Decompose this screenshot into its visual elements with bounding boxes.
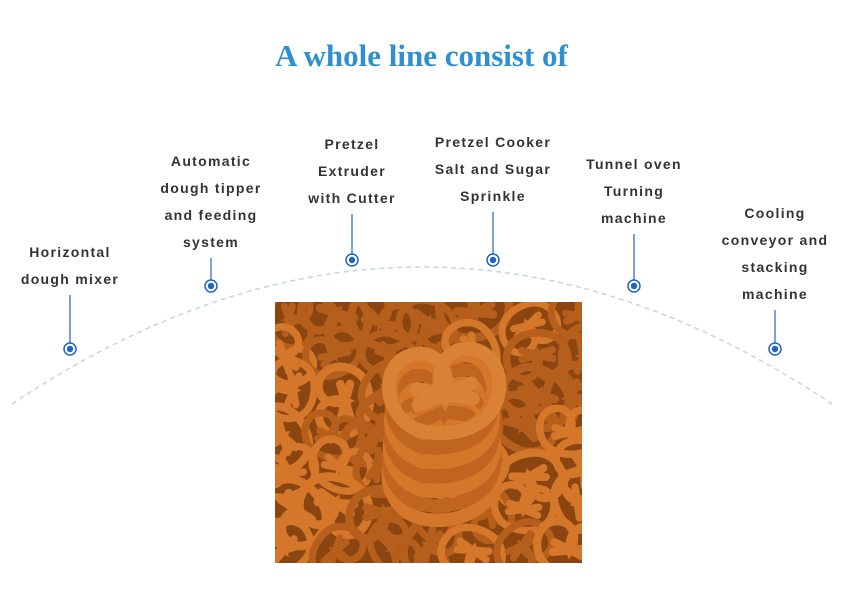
step-label-line: Horizontal [29,244,111,260]
pretzel-photo [246,278,612,585]
step-label-line: Pretzel [324,136,380,152]
step-label: Automatic dough tipper and feeding system [160,148,261,256]
step-label-line: conveyor and [721,232,829,248]
pretzel-shape [308,522,367,585]
pretzel-shape [381,342,507,441]
step-label-line: stacking [741,259,809,275]
step-label: Cooling conveyor and stacking machine [722,200,829,308]
step-label-line: Automatic [170,153,252,169]
step-label-line: dough tipper [160,180,262,196]
step-label-line: Turning [603,183,665,199]
timeline-node-dot [630,282,638,290]
timeline-arc [11,266,833,405]
step-label-line: Sprinkle [460,188,526,204]
step-label-line: Salt and Sugar [434,161,552,177]
pretzel-shape [532,517,610,579]
step-label-line: Extruder [318,163,386,179]
step-label-line: dough mixer [20,271,120,287]
pretzel-shape [295,472,374,540]
timeline-node-dot [348,256,356,264]
step-label-line: and feeding [164,207,258,223]
step-label-line: with Cutter [308,190,396,206]
step-label-line: Tunnel oven [586,156,682,172]
pretzel-shape [308,435,375,495]
timeline-node-dot [66,345,74,353]
step-label-line: system [182,234,240,250]
step-label-line: machine [742,286,808,302]
pretzel-shape [302,325,363,380]
pretzel-shape [493,518,556,579]
step-label-line: Cooling [744,205,806,221]
timeline-node-dot [207,282,215,290]
page-title: A whole line consist of [275,38,568,73]
step-label-line: machine [601,210,667,226]
step-label-line: Pretzel Cooker [434,134,552,150]
step-label: Horizontal dough mixer [21,239,119,293]
timeline-node-dot [489,256,497,264]
pretzel-shape [314,362,374,440]
timeline-node-dot [771,345,779,353]
